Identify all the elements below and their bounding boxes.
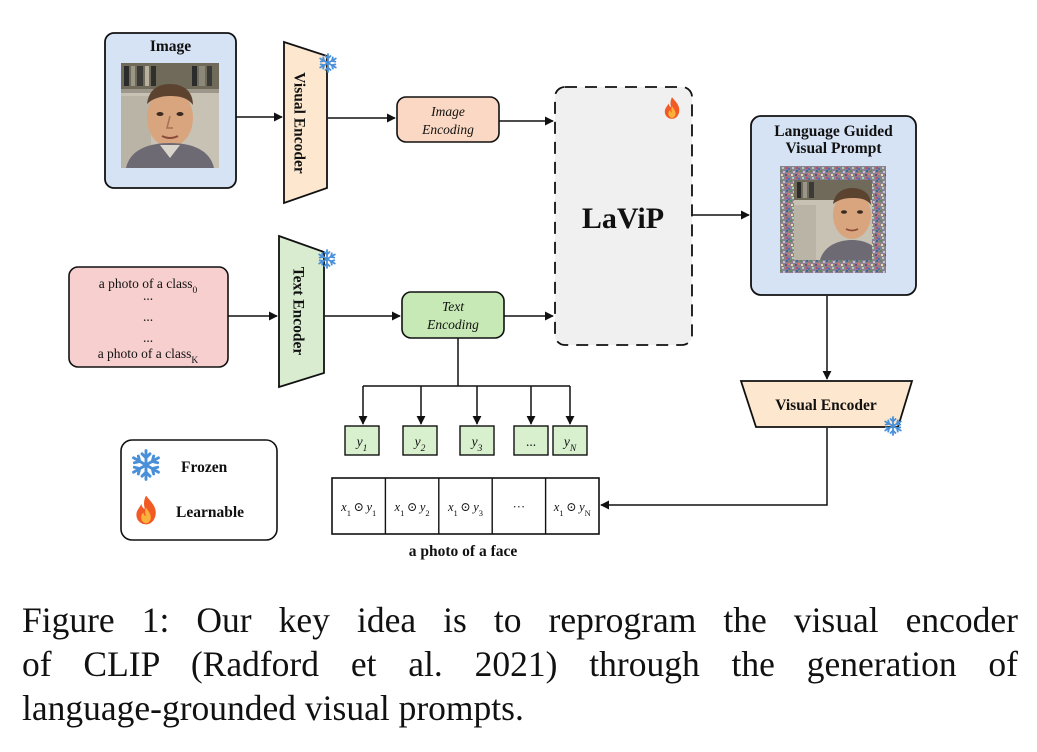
similarity-cell-label: x1 ⊙ yN (553, 500, 591, 518)
arrow-visual-encoder-to-similarity (600, 428, 828, 510)
visual-encoder-bottom-label: Visual Encoder (775, 397, 877, 414)
result-label: a photo of a face (409, 543, 518, 560)
lavip-label: LaViP (582, 202, 664, 235)
similarity-cell: x1 ⊙ y3 (438, 478, 483, 534)
similarity-cell: x1 ⊙ y2 (384, 478, 430, 534)
text-encoding-line2: Encoding (426, 317, 479, 332)
class-tokens: y1 y2 y3... yN (344, 425, 588, 456)
text-prompts-box: a photo of a class0 ... ... ... a photo … (68, 266, 229, 368)
class-token: y3 (459, 425, 495, 456)
similarity-cell-label: x1 ⊙ y2 (394, 500, 430, 518)
similarity-cell: ··· (491, 478, 526, 534)
visual-encoder-bottom: Visual Encoder (739, 380, 914, 436)
prompt-dots-3: ... (143, 330, 153, 345)
class-token: y2 (402, 425, 438, 456)
similarity-cell: x1 ⊙ yN (544, 478, 591, 534)
class-token-label: ... (526, 434, 536, 449)
text-encoder: Text Encoder (278, 234, 336, 389)
flow-arrows (228, 112, 832, 510)
visual-encoder-top-label: Visual Encoder (290, 72, 307, 174)
caption-line-1: Figure 1: Our key idea is to reprogram t… (22, 600, 1018, 640)
lavip-module: LaViP (554, 86, 693, 346)
prompt-last: a photo of a classK (98, 346, 199, 366)
face-photo (121, 63, 219, 168)
similarity-cell: x1 ⊙ y1 (340, 500, 376, 518)
legend-frozen: Frozen (181, 459, 228, 476)
prompt-dots-2: ... (143, 309, 153, 324)
class-token-label: y3 (470, 434, 483, 454)
class-token: y1 (344, 425, 380, 456)
class-token: yN (552, 425, 588, 456)
image-encoding-line2: Encoding (421, 122, 474, 137)
prompt-first: a photo of a class0 (99, 276, 198, 296)
prompted-face-photo (780, 166, 886, 273)
caption-line-3: language-grounded visual prompts. (22, 688, 524, 728)
input-image-title: Image (150, 38, 191, 55)
visual-encoder-top: Visual Encoder (283, 40, 337, 205)
figure-caption: Figure 1: Our key idea is to reprogram t… (22, 598, 1018, 730)
similarity-row: x1 ⊙ y1 x1 ⊙ y2 x1 ⊙ y3 ··· x1 ⊙ yN a photo … (331, 477, 600, 560)
input-image-box: Image (104, 32, 237, 189)
method-diagram: Image Visual Encoder (68, 32, 917, 560)
text-encoding-line1: Text (442, 299, 465, 314)
caption-line-2: of CLIP (Radford et al. 2021) through th… (22, 644, 1018, 684)
visual-prompt-title-2: Visual Prompt (785, 140, 882, 157)
visual-prompt-panel: Language Guided Visual Prompt (750, 115, 917, 296)
similarity-cell-label: x1 ⊙ y1 (340, 500, 376, 518)
class-token-label: y2 (413, 434, 426, 454)
prompt-dots-1: ... (143, 288, 153, 303)
image-encoding-line1: Image (430, 104, 465, 119)
legend: Frozen Learnable (120, 439, 278, 541)
visual-prompt-title-1: Language Guided (774, 123, 893, 140)
similarity-cell-label: x1 ⊙ y3 (447, 500, 483, 518)
similarity-cell-label: ··· (513, 500, 526, 514)
text-encoder-label: Text Encoder (289, 267, 306, 356)
legend-learnable: Learnable (176, 504, 244, 521)
text-encoding-box: Text Encoding (401, 291, 505, 339)
class-token: ... (513, 425, 549, 456)
class-token-label: y1 (355, 434, 368, 454)
image-encoding-box: Image Encoding (396, 96, 500, 143)
class-token-label: yN (562, 434, 577, 454)
